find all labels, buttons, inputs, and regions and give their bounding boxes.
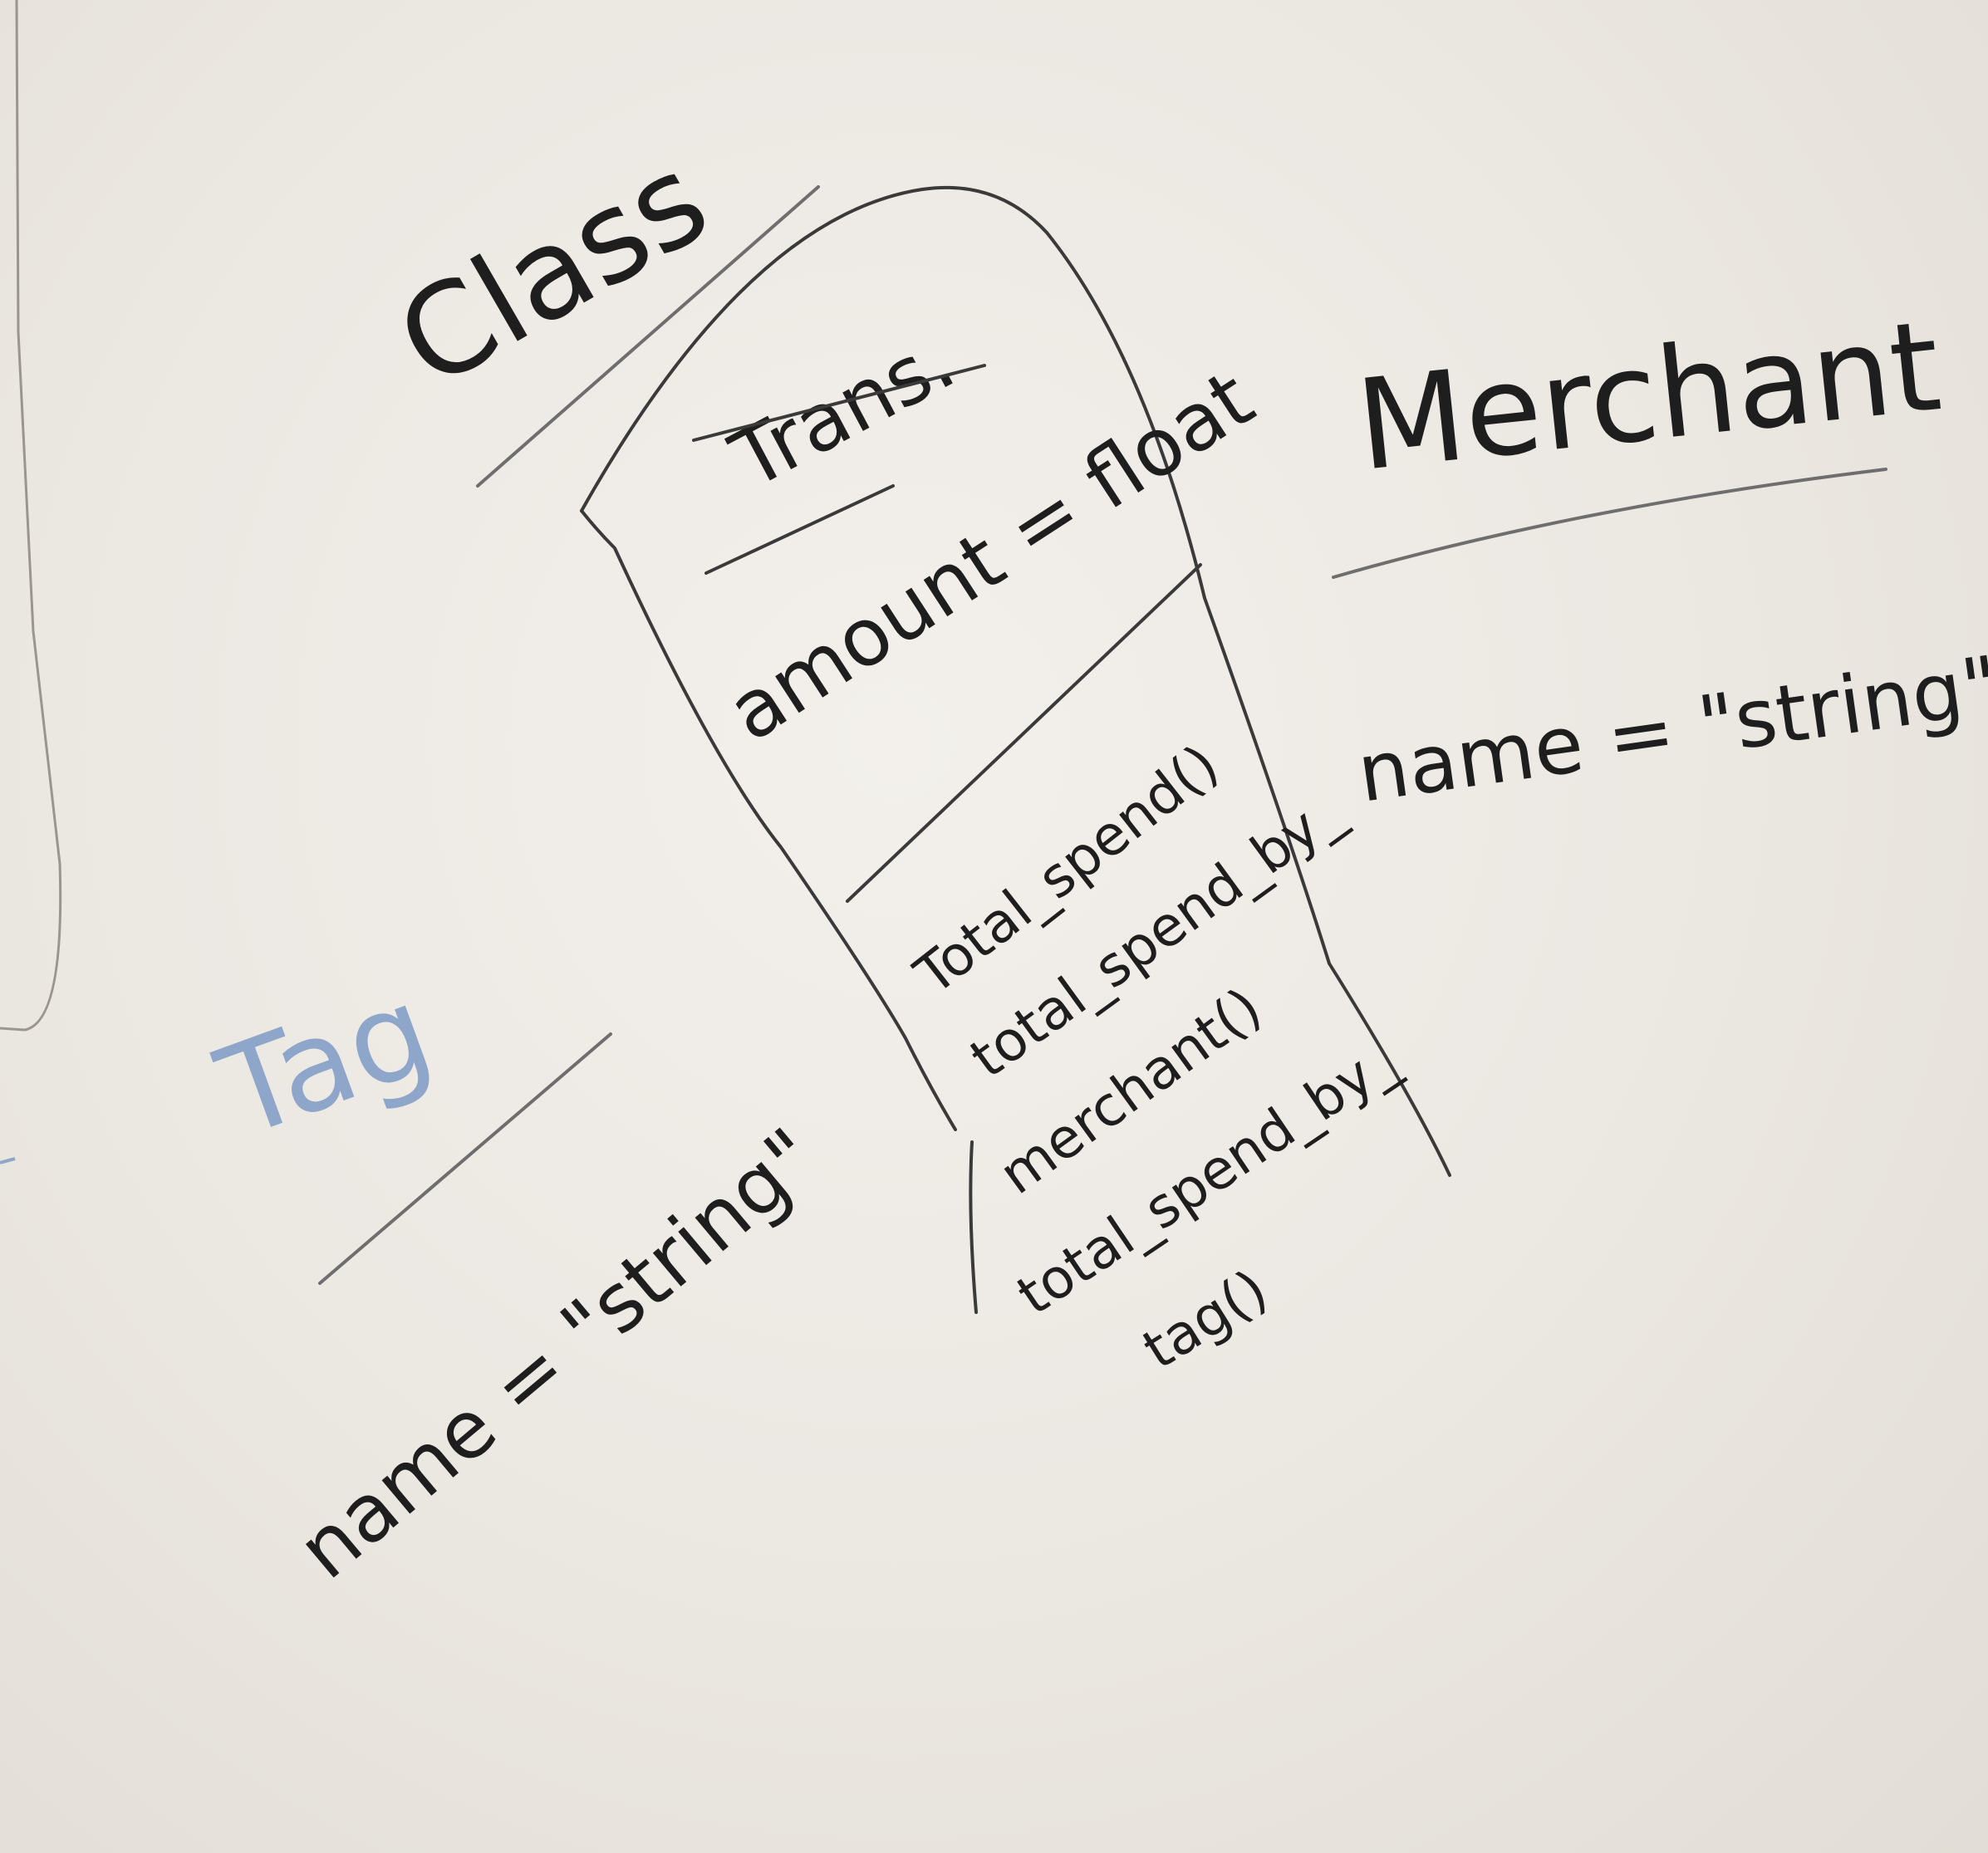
transaction-method-tag: tag() (1132, 1257, 1279, 1382)
merchant-attribute: name = "string" (1352, 639, 1988, 821)
transaction-title: Trans. (716, 314, 969, 507)
transaction-box-left-lower (969, 1140, 978, 1314)
tag-title: Tag (201, 958, 449, 1166)
transaction-box-outline (580, 185, 1451, 1177)
class-heading: Class (375, 127, 731, 416)
board-left-edge (0, 0, 62, 1032)
tag-underline (318, 1032, 612, 1285)
transaction-title-underline (704, 484, 895, 575)
transaction-title-overline (692, 364, 986, 442)
tag-attribute: name = "string" (281, 1110, 836, 1597)
merchant-underline (1332, 468, 1887, 579)
blue-marker-stroke (0, 1157, 16, 1164)
transaction-box-left-side (580, 509, 957, 1131)
merchant-title: Merchant (1351, 294, 1947, 499)
class-underline (476, 185, 820, 488)
transaction-attribute-divider (846, 563, 1202, 903)
